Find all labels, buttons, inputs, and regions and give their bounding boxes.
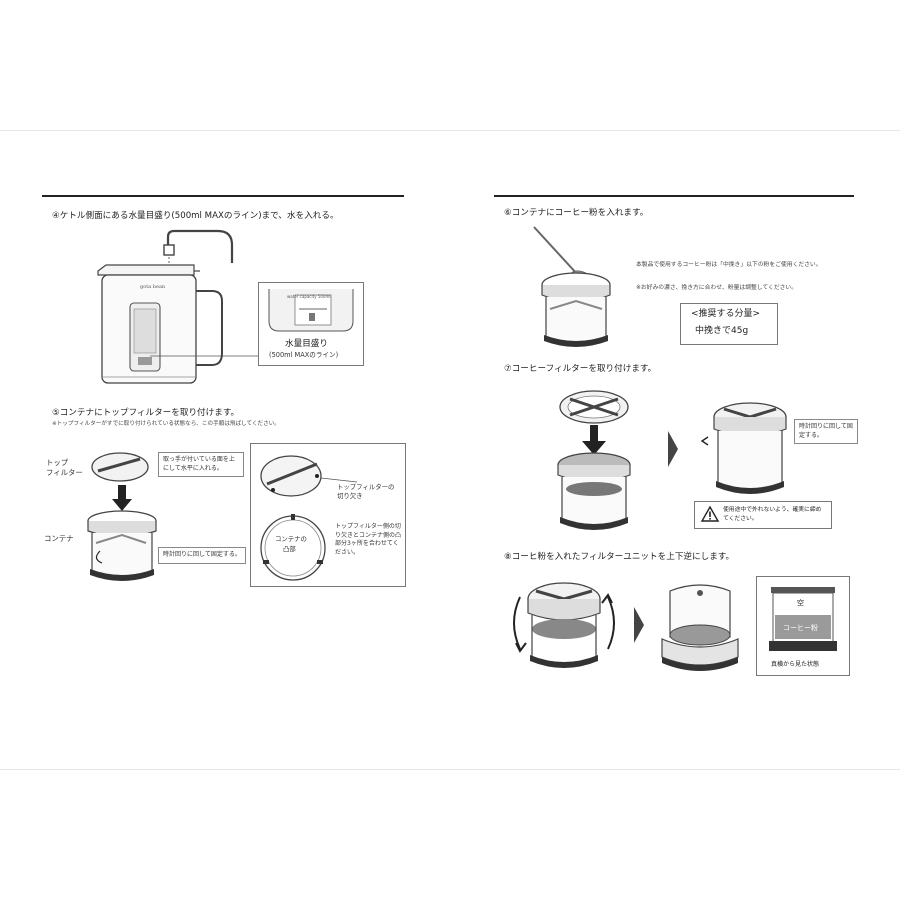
kettle-brand-text: gota bean — [140, 284, 166, 290]
label-coffee-grounds: コーヒー粉 — [783, 624, 818, 632]
callout-clockwise-lock: 時計回りに回して固定する。 — [158, 547, 246, 564]
callout-align-notches: トップフィルター側の切り欠きとコンテナ側の凸部分3ヶ所を合わせてください。 — [331, 520, 405, 561]
right-header-rule — [494, 195, 854, 197]
next-arrow-step7 — [668, 431, 678, 467]
coffee-filter-attach-illustration — [557, 390, 631, 530]
step8-title: ⑧コーヒ粉を入れたフィルターユニットを上下逆にします。 — [504, 552, 735, 562]
coffee-filter-locked-illustration — [700, 402, 787, 494]
water-level-detail-box: water capacity 500ml 水量目盛り (500ml MAXのライ… — [258, 282, 364, 366]
notch-filter-illustration — [260, 455, 322, 497]
callout-clockwise-lock-step7: 時計回りに回して固定する。 — [794, 419, 858, 445]
filter-unit-rotate-illustration — [513, 582, 615, 668]
step6-title: ⑥コンテナにコーヒー粉を入れます。 — [504, 208, 649, 218]
water-level-detail-illustration — [268, 289, 354, 332]
warning-text: 使用途中で外れないよう、確実に締めてください。 — [723, 507, 822, 522]
step5-title: ⑤コンテナにトップフィルターを取り付けます。 — [52, 408, 240, 418]
container-with-spoon-illustration — [533, 226, 611, 347]
label-container: コンテナ — [44, 534, 74, 543]
step7-title: ⑦コーヒーフィルターを取り付けます。 — [504, 364, 657, 374]
water-level-label: 水量目盛り — [285, 339, 328, 349]
label-notch-1: トップフィルターの — [337, 483, 395, 491]
recommended-amount-title: <推奨する分量> — [691, 309, 761, 319]
warning-box: 使用途中で外れないよう、確実に締めてください。 — [694, 501, 832, 529]
recommended-amount-box: <推奨する分量> 中挽きで45g — [680, 303, 778, 345]
step6-desc1: 本製品で使用するコーヒー粉は「中挽き」以下の粉をご使用ください。 — [636, 262, 822, 268]
side-view-box: 空 コーヒー粉 真横から見た状態 — [756, 576, 850, 676]
label-notch-2: 切り欠き — [337, 492, 363, 500]
step4-connector — [150, 355, 260, 357]
label-top-filter-2: フィルター — [46, 468, 83, 477]
recommended-amount-value: 中挽きで45g — [695, 326, 749, 336]
notch-detail-panel: トップフィルターの 切り欠き コンテナの 凸部 トップフィルター側の切り欠きとコ… — [250, 443, 406, 587]
container-boss-illustration — [260, 514, 326, 581]
callout-handle-up: 取っ手が付いている面を上にして水平に入れる。 — [158, 452, 244, 478]
label-boss-1: コンテナの — [275, 535, 307, 543]
filter-unit-inverted-illustration — [661, 584, 739, 671]
step4-title: ④ケトル側面にある水量目盛り(500ml MAXのライン)まで、水を入れる。 — [52, 211, 339, 221]
label-top-filter-1: トップ — [46, 458, 69, 467]
label-empty: 空 — [797, 599, 804, 607]
notch-leader-line — [320, 477, 358, 483]
kettle-illustration: gota bean — [97, 229, 234, 384]
step5-note: ※トップフィルターがすでに取り付けられている状態なら、この手順は飛ばしてください… — [52, 421, 280, 427]
next-arrow-step8 — [634, 607, 644, 643]
warning-triangle-icon — [700, 505, 720, 522]
filter-container-illustration — [87, 452, 157, 581]
step6-desc2: ※お好みの濃さ、挽き方に合わせ、粉量は調整してください。 — [636, 285, 798, 291]
label-side-view: 真横から見た状態 — [771, 661, 820, 668]
left-header-rule — [42, 195, 404, 197]
label-boss-2: 凸部 — [283, 545, 296, 553]
water-level-sublabel: (500ml MAXのライン) — [269, 351, 339, 359]
side-view-illustration — [769, 587, 837, 651]
manual-spread: ④ケトル側面にある水量目盛り(500ml MAXのライン)まで、水を入れる。 g… — [0, 130, 900, 770]
water-capacity-label: water capacity 500ml — [287, 294, 331, 299]
